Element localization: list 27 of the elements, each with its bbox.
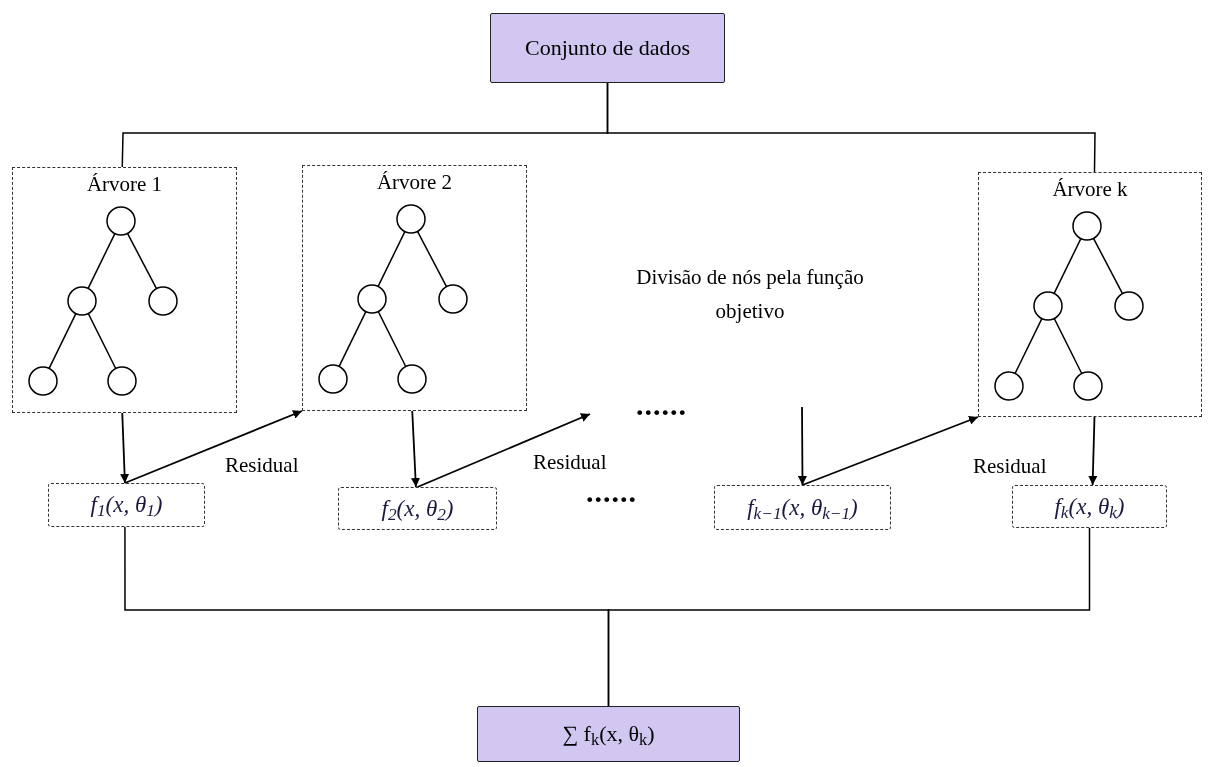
formula-text: f$_{2}$(x, θ$_{2}$) — [381, 494, 454, 523]
formula-text: f$_{k−1}$(x, θ$_{k−1}$) — [747, 493, 858, 522]
arrow — [1088, 416, 1098, 486]
connector-line — [606, 82, 1096, 173]
formula-box — [48, 483, 205, 527]
ellipsis-text: ...... — [586, 477, 638, 507]
formula-text: ∑ f$_{k}$(x, θ$_{k}$) — [562, 720, 655, 748]
process-box — [477, 706, 740, 762]
formula-text: f$_{k}$(x, θ$_{k}$) — [1054, 492, 1125, 521]
formula-box — [1012, 485, 1167, 528]
ellipsis-text: ...... — [636, 390, 688, 420]
arrow — [416, 413, 591, 488]
node-label: Conjunto de dados — [525, 34, 690, 62]
formula-text: f$_{1}$(x, θ$_{1}$) — [90, 491, 163, 519]
arrow — [797, 406, 807, 486]
tree-box — [978, 172, 1202, 417]
tree-box — [302, 165, 527, 411]
connector-line — [607, 527, 1091, 707]
arrow — [120, 412, 130, 484]
arrow — [124, 410, 303, 484]
tree-box — [12, 167, 237, 413]
formula-box — [714, 485, 891, 530]
arrow — [801, 416, 979, 486]
annotation-text: Divisão de nós pela função objetivo — [635, 264, 865, 325]
formula-box — [338, 487, 497, 530]
process-box — [490, 13, 725, 83]
arrow — [411, 410, 420, 488]
